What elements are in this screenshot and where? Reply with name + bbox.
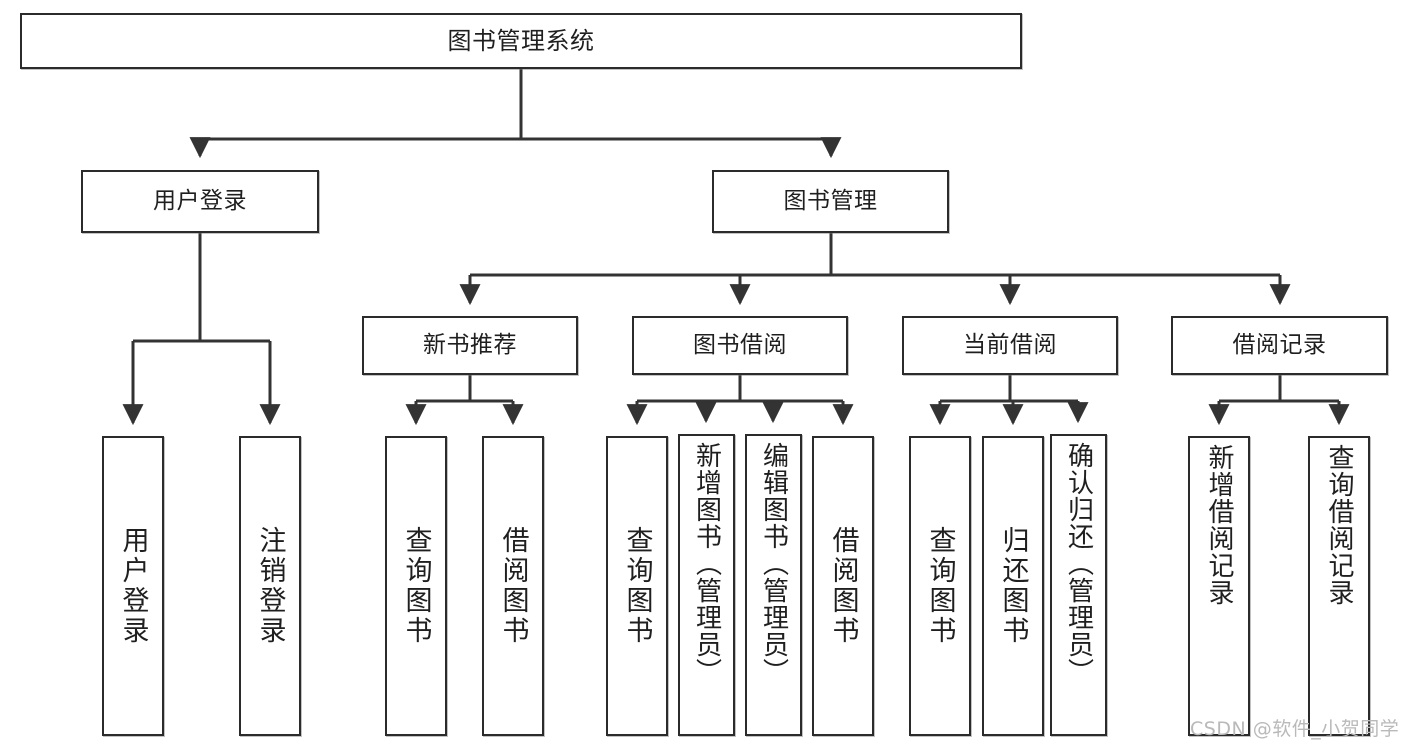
node-root[interactable]: 图书管理系统 bbox=[20, 13, 1022, 69]
csdn-watermark: CSDN @软件_小贺同学 bbox=[1190, 718, 1400, 740]
node-current-borrow[interactable]: 当前借阅 bbox=[902, 316, 1118, 375]
node-leaf-borrow-book-2-label: 借阅图书 bbox=[827, 526, 859, 646]
node-borrow-record-label: 借阅记录 bbox=[1232, 331, 1327, 358]
node-leaf-add-record[interactable]: 新增借阅记录 bbox=[1188, 436, 1250, 736]
node-new-book-recommend[interactable]: 新书推荐 bbox=[362, 316, 578, 375]
node-leaf-add-record-label: 新增借阅记录 bbox=[1204, 444, 1234, 606]
node-book-borrow[interactable]: 图书借阅 bbox=[632, 316, 848, 375]
node-leaf-confirm-return[interactable]: 确认归还（管理员） bbox=[1050, 434, 1107, 736]
node-leaf-user-logout[interactable]: 注销登录 bbox=[239, 436, 301, 736]
node-leaf-confirm-return-label: 确认归还（管理员） bbox=[1063, 442, 1094, 685]
node-user-login[interactable]: 用户登录 bbox=[81, 170, 319, 233]
node-book-borrow-label: 图书借阅 bbox=[693, 331, 787, 358]
node-leaf-add-book-label: 新增图书（管理员） bbox=[691, 442, 722, 685]
node-leaf-borrow-book-1-label: 借阅图书 bbox=[497, 526, 529, 646]
node-book-management-label: 图书管理 bbox=[783, 187, 878, 214]
node-leaf-user-logout-label: 注销登录 bbox=[254, 526, 286, 646]
node-current-borrow-label: 当前借阅 bbox=[963, 331, 1057, 358]
node-leaf-user-login-label: 用户登录 bbox=[117, 526, 149, 646]
node-leaf-borrow-book-2[interactable]: 借阅图书 bbox=[812, 436, 874, 736]
node-root-label: 图书管理系统 bbox=[447, 26, 595, 55]
node-leaf-user-login[interactable]: 用户登录 bbox=[102, 436, 164, 736]
node-new-book-recommend-label: 新书推荐 bbox=[423, 331, 517, 358]
node-leaf-return-book-label: 归还图书 bbox=[997, 526, 1029, 646]
node-leaf-add-book[interactable]: 新增图书（管理员） bbox=[678, 434, 735, 736]
node-leaf-query-record-label: 查询借阅记录 bbox=[1324, 444, 1354, 606]
node-leaf-query-record[interactable]: 查询借阅记录 bbox=[1308, 436, 1370, 736]
node-borrow-record[interactable]: 借阅记录 bbox=[1171, 316, 1388, 375]
node-user-login-label: 用户登录 bbox=[153, 187, 247, 214]
node-leaf-return-book[interactable]: 归还图书 bbox=[982, 436, 1044, 736]
node-leaf-query-book-3-label: 查询图书 bbox=[924, 526, 956, 646]
node-leaf-query-book-1-label: 查询图书 bbox=[400, 526, 432, 646]
node-leaf-query-book-2-label: 查询图书 bbox=[621, 526, 653, 646]
node-leaf-query-book-1[interactable]: 查询图书 bbox=[385, 436, 447, 736]
node-leaf-query-book-2[interactable]: 查询图书 bbox=[606, 436, 668, 736]
node-leaf-query-book-3[interactable]: 查询图书 bbox=[909, 436, 971, 736]
node-leaf-borrow-book-1[interactable]: 借阅图书 bbox=[482, 436, 544, 736]
node-book-management[interactable]: 图书管理 bbox=[712, 170, 949, 233]
node-leaf-edit-book-label: 编辑图书（管理员） bbox=[758, 442, 789, 685]
node-leaf-edit-book[interactable]: 编辑图书（管理员） bbox=[745, 434, 802, 736]
